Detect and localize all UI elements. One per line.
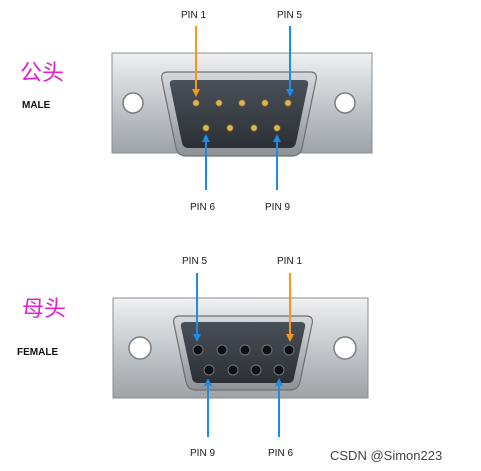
male-pin-4: [261, 99, 269, 107]
male-pin-1: [192, 99, 200, 107]
male-en-title: MALE: [22, 100, 51, 111]
female-label-pin6: PIN 6: [268, 448, 293, 459]
female-en-title: FEMALE: [17, 347, 58, 358]
male-cn-title: 公头: [20, 61, 64, 86]
male-label-pin1: PIN 1: [181, 10, 206, 21]
female-sockets: [192, 344, 295, 376]
female-socket-4: [216, 344, 228, 356]
female-label-pin5: PIN 5: [182, 256, 207, 267]
female-socket-9: [203, 364, 215, 376]
male-connector: 公头 MALE PIN 1 PIN 5 PIN 6 PIN 9: [20, 10, 373, 213]
female-cn-title: 母头: [22, 297, 66, 322]
male-mount-hole-right: [334, 92, 356, 114]
male-pin-3: [238, 99, 246, 107]
female-socket-5: [192, 344, 204, 356]
male-pin-7: [226, 124, 234, 132]
female-mount-hole-left: [128, 336, 152, 360]
male-pin-6: [202, 124, 210, 132]
male-pin-9: [273, 124, 281, 132]
male-insulator: [169, 80, 309, 148]
male-mount-hole-left: [122, 92, 144, 114]
male-label-pin5: PIN 5: [277, 10, 302, 21]
female-mount-hole-right: [333, 336, 357, 360]
female-connector: 母头 FEMALE PIN 5 PIN 1 PIN 9 PIN 6: [17, 256, 369, 459]
female-socket-1: [283, 344, 295, 356]
female-socket-3: [239, 344, 251, 356]
female-socket-2: [261, 344, 273, 356]
male-pin-8: [250, 124, 258, 132]
male-pin-2: [215, 99, 223, 107]
female-socket-6: [273, 364, 285, 376]
female-socket-8: [227, 364, 239, 376]
watermark: CSDN @Simon223: [330, 448, 442, 463]
female-label-pin9: PIN 9: [190, 448, 215, 459]
female-socket-7: [250, 364, 262, 376]
male-label-pin6: PIN 6: [190, 202, 215, 213]
male-pin-5: [284, 99, 292, 107]
female-label-pin1: PIN 1: [277, 256, 302, 267]
male-label-pin9: PIN 9: [265, 202, 290, 213]
male-pins: [192, 99, 292, 132]
